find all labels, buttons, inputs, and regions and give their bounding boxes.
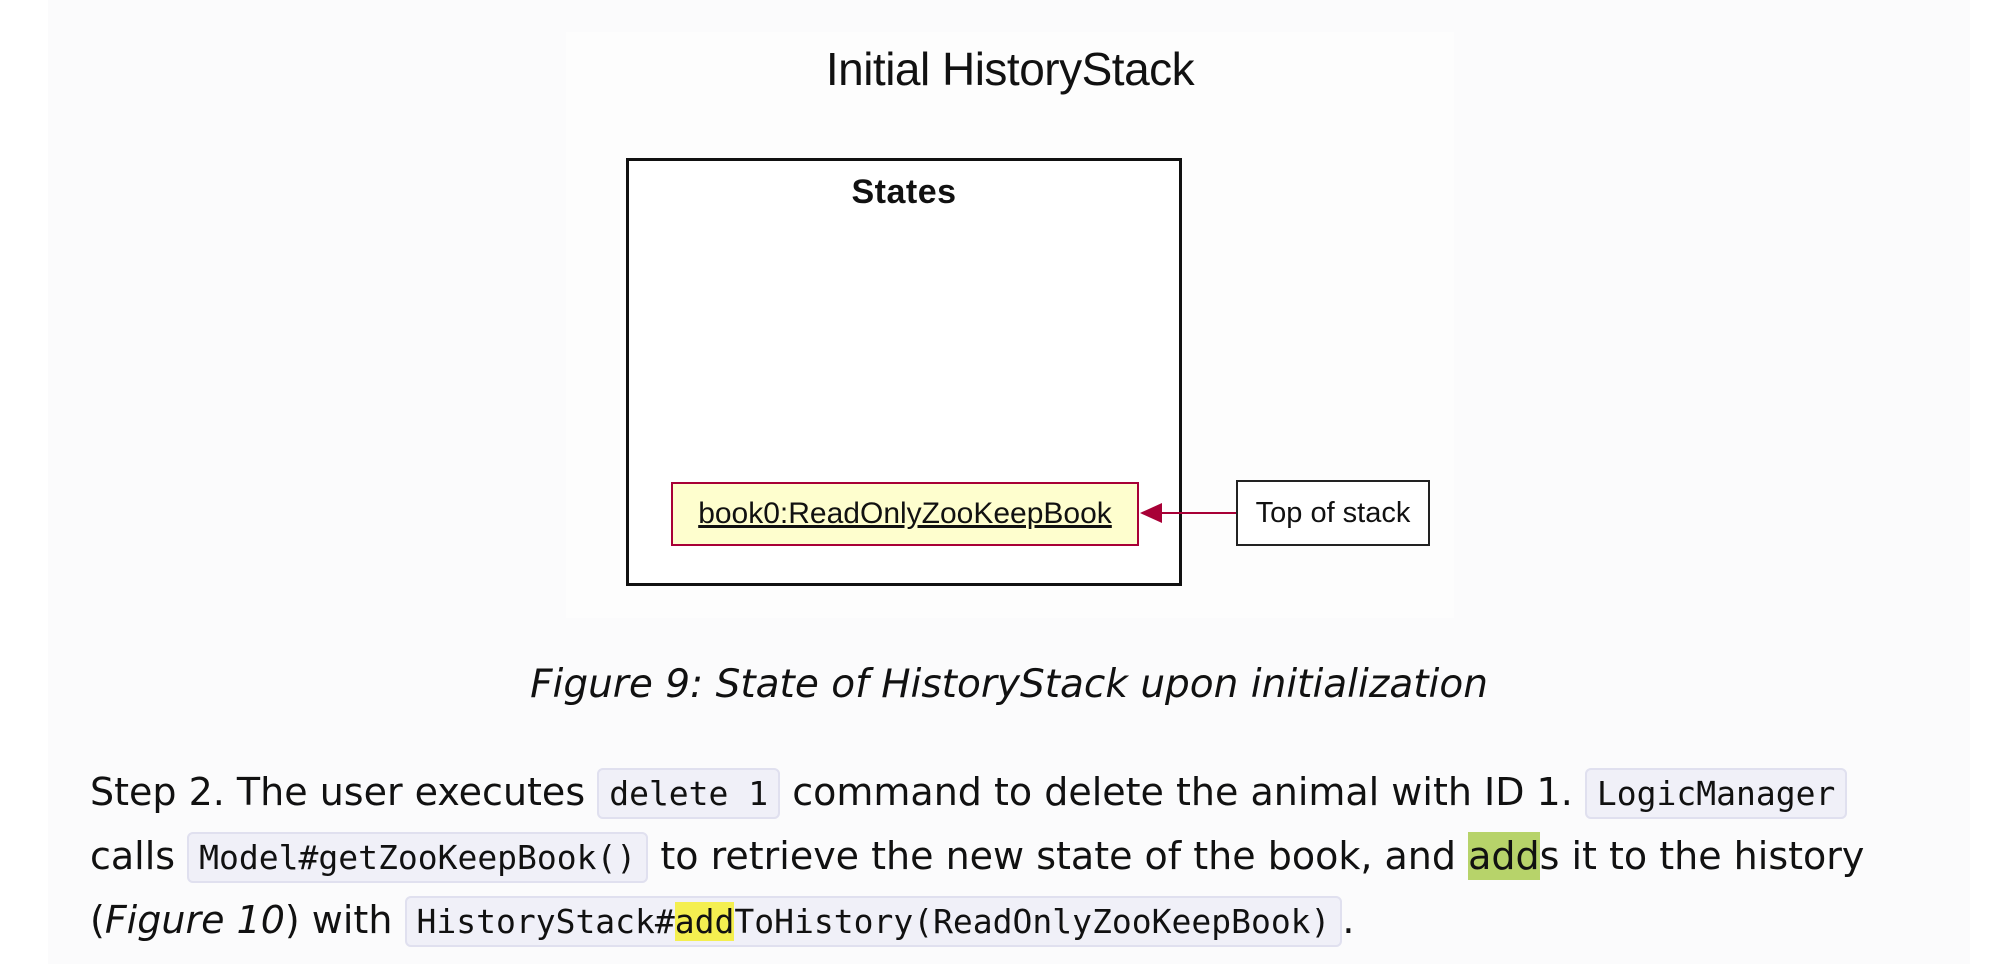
paragraph-line-3: (Figure 10) with HistoryStack#addToHisto… xyxy=(90,888,1970,952)
text-segment: command to delete the animal with ID 1. xyxy=(780,770,1585,814)
paragraph-line-2: calls Model#getZooKeepBook() to retrieve… xyxy=(90,824,1970,888)
paragraph-line-1: Step 2. The user executes delete 1 comma… xyxy=(90,760,1970,824)
object-box-book0: book0:ReadOnlyZooKeepBook xyxy=(671,482,1139,546)
diagram-title: Initial HistoryStack xyxy=(825,43,1195,95)
states-frame-label: States xyxy=(851,173,957,211)
code-segment: HistoryStack# xyxy=(416,902,675,941)
text-segment: . xyxy=(1342,898,1355,942)
arrow-head-icon xyxy=(1140,503,1162,523)
search-highlight-current: add xyxy=(1468,832,1540,880)
text-segment: to retrieve the new state of the book, a… xyxy=(648,834,1469,878)
figure-reference: Figure 10 xyxy=(104,898,285,942)
inline-code-getzookeepbook: Model#getZooKeepBook() xyxy=(187,832,649,883)
text-segment: s it to the history xyxy=(1539,834,1865,878)
text-segment: ( xyxy=(90,898,105,942)
code-segment: ToHistory(ReadOnlyZooKeepBook) xyxy=(734,902,1331,941)
step-2-paragraph: Step 2. The user executes delete 1 comma… xyxy=(90,760,1970,952)
figure-caption: Figure 9: State of HistoryStack upon ini… xyxy=(530,662,1488,707)
text-segment: Step 2. The user executes xyxy=(90,770,598,814)
pointer-arrow-line xyxy=(1148,512,1242,514)
text-segment: calls xyxy=(90,834,188,878)
top-of-stack-note: Top of stack xyxy=(1236,480,1430,546)
inline-code-logicmanager: LogicManager xyxy=(1584,768,1848,819)
text-segment: ) with xyxy=(284,898,405,942)
uml-diagram: Initial HistoryStack States book0:ReadOn… xyxy=(566,32,1454,618)
inline-code-delete: delete 1 xyxy=(597,768,781,819)
search-highlight: add xyxy=(674,902,735,941)
inline-code-addtohistory: HistoryStack#addToHistory(ReadOnlyZooKee… xyxy=(404,896,1343,947)
